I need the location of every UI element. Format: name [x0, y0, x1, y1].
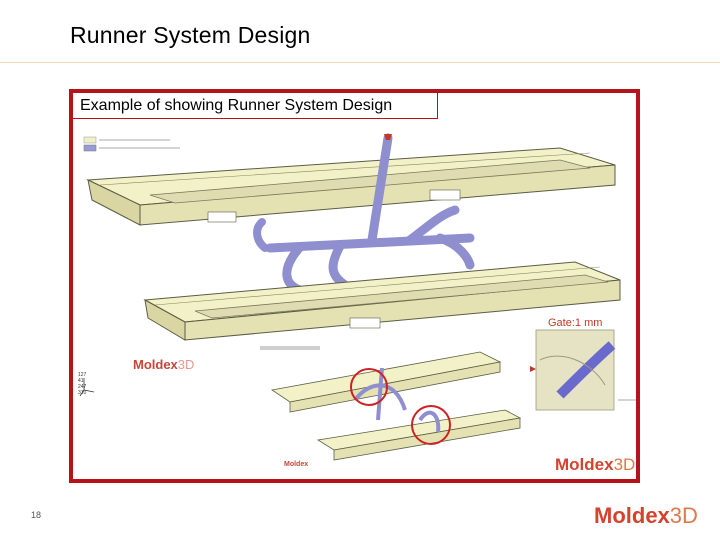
inset-moldex-logo-small: Moldex: [284, 461, 309, 468]
inset-moldex3d-logo: Moldex3D: [133, 357, 195, 372]
axis-triad: [79, 378, 95, 397]
gate-label: Gate:1 mm: [548, 317, 603, 329]
highlight-circle-runner: [350, 368, 388, 406]
axis-values: 127 41 247 310: [78, 372, 87, 396]
gate-detail-inset: [530, 329, 636, 411]
figure-moldex3d-logo: Moldex3D: [555, 455, 636, 474]
sprue-tip: [384, 134, 392, 140]
highlight-circle-gate: [411, 405, 451, 445]
upper-part: [86, 147, 616, 226]
inset-model: [260, 346, 522, 461]
title-divider: [0, 62, 720, 63]
lower-part: [143, 261, 621, 341]
slide-title: Runner System Design: [70, 22, 311, 48]
moldex3d-logo: Moldex3D: [594, 503, 698, 528]
page-number: 18: [31, 510, 42, 520]
legend-swatch-runner: [83, 144, 97, 152]
legend-swatch-part: [83, 136, 97, 144]
figure-caption: Example of showing Runner System Design: [72, 92, 438, 119]
runner-upper: [253, 133, 475, 295]
